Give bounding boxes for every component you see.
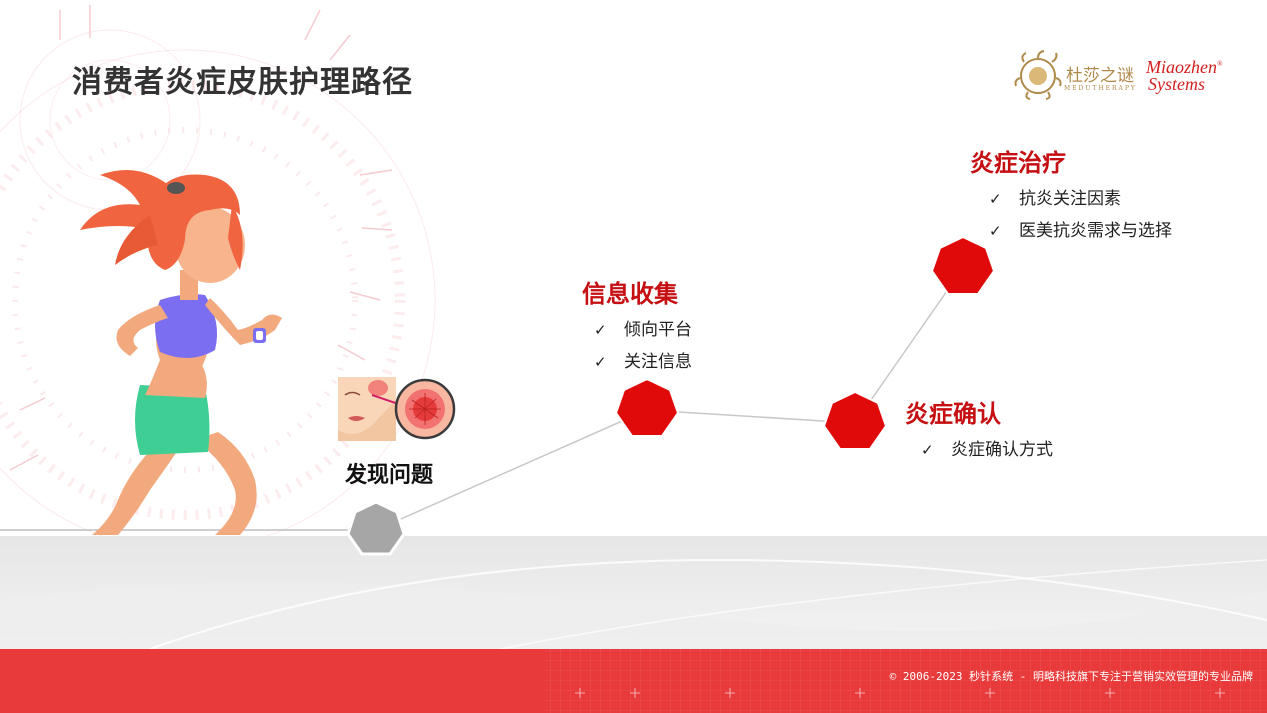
check-icon: ✓ xyxy=(594,353,607,371)
list-item: ✓炎症确认方式 xyxy=(921,434,1053,466)
stage-treatment-heading: 炎症治疗 xyxy=(970,149,1066,177)
registered-mark: ® xyxy=(1217,60,1223,68)
medusa-logo-icon xyxy=(1014,50,1062,100)
stage-info-heading: 信息收集 xyxy=(582,280,678,308)
list-item: ✓关注信息 xyxy=(594,346,692,378)
stage-confirm-list: ✓炎症确认方式 xyxy=(921,434,1053,466)
page-title: 消费者炎症皮肤护理路径 xyxy=(72,65,413,100)
node-discover xyxy=(346,500,406,556)
check-icon: ✓ xyxy=(989,222,1002,240)
partner-logo-line2: Systems xyxy=(1148,74,1205,94)
brand-logos: 杜莎之谜 MEDUTHERAPY Miaozhen® Systems xyxy=(1012,50,1222,102)
check-icon: ✓ xyxy=(594,321,607,339)
footer-copyright: © 2006-2023 秒针系统 - 明略科技旗下专注于营销实效管理的专业品牌 xyxy=(889,670,1253,683)
node-confirm xyxy=(822,390,888,450)
list-item: ✓医美抗炎需求与选择 xyxy=(989,215,1172,247)
stage-treatment-list: ✓抗炎关注因素 ✓医美抗炎需求与选择 xyxy=(989,183,1172,247)
brand-name-en: MEDUTHERAPY xyxy=(1064,85,1137,92)
node-info xyxy=(614,377,680,437)
stage-info-list: ✓倾向平台 ✓关注信息 xyxy=(594,314,692,378)
partner-logo-line1: Miaozhen® xyxy=(1146,57,1223,77)
list-item: ✓抗炎关注因素 xyxy=(989,183,1172,215)
list-item: ✓倾向平台 xyxy=(594,314,692,346)
brand-name-cn: 杜莎之谜 xyxy=(1066,66,1134,86)
check-icon: ✓ xyxy=(989,190,1002,208)
stage-discover-label: 发现问题 xyxy=(345,463,434,488)
check-icon: ✓ xyxy=(921,441,934,459)
stage-confirm-heading: 炎症确认 xyxy=(905,400,1001,428)
node-treatment xyxy=(930,235,996,295)
